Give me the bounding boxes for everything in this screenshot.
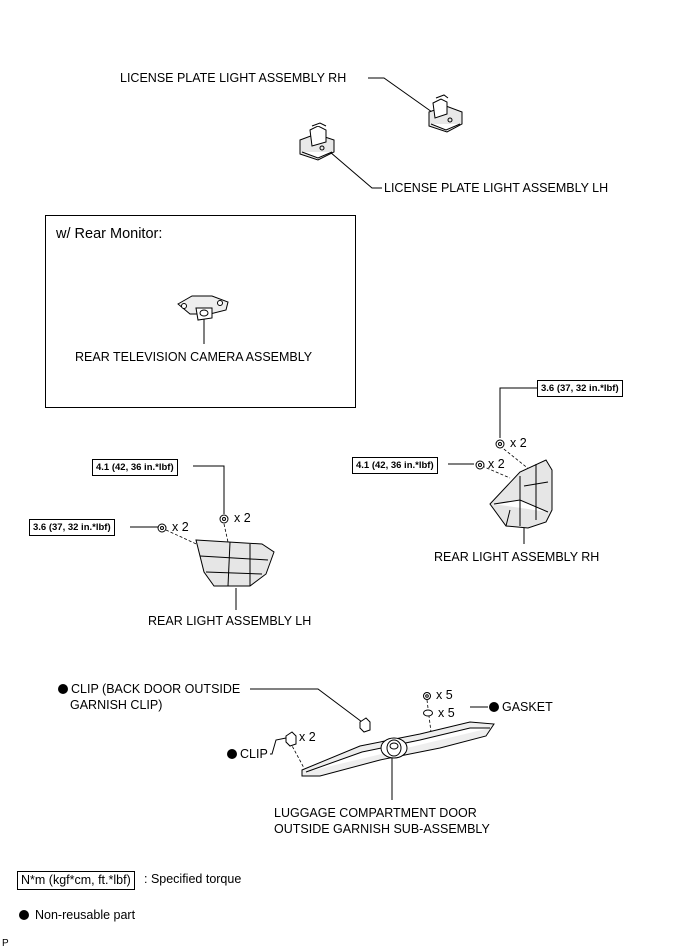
footer-code: P xyxy=(2,938,9,949)
label-clip: CLIP xyxy=(240,747,268,761)
label-clip-garnish-line2: GARNISH CLIP) xyxy=(70,698,163,712)
label-clip-garnish-line1: CLIP (BACK DOOR OUTSIDE xyxy=(71,682,241,696)
leader-license-lh xyxy=(329,151,382,189)
legend-nonreusable-desc: Non-reusable part xyxy=(35,908,136,922)
torque-lh-upper: 4.1 (42, 36 in.*lbf) xyxy=(92,459,178,476)
leader-rh-upper-torque xyxy=(499,387,538,438)
label-license-plate-light-lh: LICENSE PLATE LIGHT ASSEMBLY LH xyxy=(384,181,609,195)
rear-light-lh xyxy=(195,539,275,587)
license-plate-light-rh xyxy=(428,94,463,133)
torque-rh-lower: 4.1 (42, 36 in.*lbf) xyxy=(352,457,438,474)
qty-clip: x 2 xyxy=(299,730,316,744)
torque-lh-lower: 3.6 (37, 32 in.*lbf) xyxy=(29,519,115,536)
monitor-title: w/ Rear Monitor: xyxy=(56,226,163,242)
dash-rh-lower xyxy=(481,465,511,479)
qty-lh-lower: x 2 xyxy=(172,520,189,534)
label-rear-camera: REAR TELEVISION CAMERA ASSEMBLY xyxy=(75,350,313,364)
legend-torque-desc: : Specified torque xyxy=(144,872,242,886)
dash-lh-upper xyxy=(223,523,229,543)
dash-clip xyxy=(289,741,305,769)
rear-camera xyxy=(177,295,229,321)
license-plate-light-lh xyxy=(299,122,335,161)
label-garnish-line1: LUGGAGE COMPARTMENT DOOR xyxy=(274,806,477,820)
qty-gasket-nut: x 5 xyxy=(436,688,453,702)
qty-gasket: x 5 xyxy=(438,706,455,720)
leader-license-rh xyxy=(368,77,433,113)
label-rear-light-rh: REAR LIGHT ASSEMBLY RH xyxy=(434,550,600,564)
dash-gasket xyxy=(426,699,433,741)
label-rear-light-lh: REAR LIGHT ASSEMBLY LH xyxy=(148,614,312,628)
label-garnish-line2: OUTSIDE GARNISH SUB-ASSEMBLY xyxy=(274,822,490,836)
label-license-plate-light-rh: LICENSE PLATE LIGHT ASSEMBLY RH xyxy=(120,71,347,85)
outside-garnish xyxy=(301,721,495,777)
legend-torque-unit: N*m (kgf*cm, ft.*lbf) xyxy=(17,871,135,890)
nonreusable-markers xyxy=(19,684,499,920)
clips xyxy=(285,717,371,747)
torque-rh-upper: 3.6 (37, 32 in.*lbf) xyxy=(537,380,623,397)
rear-light-rh xyxy=(489,459,553,529)
leader-clip xyxy=(270,737,287,755)
leader-lh-upper-torque xyxy=(193,465,225,514)
dash-rh-upper xyxy=(499,445,531,471)
rear-monitor-box: w/ Rear Monitor: xyxy=(45,215,356,408)
qty-lh-upper: x 2 xyxy=(234,511,251,525)
fastener-nuts xyxy=(157,439,505,717)
label-gasket: GASKET xyxy=(502,700,553,714)
leader-clip-garnish xyxy=(250,688,363,723)
qty-rh-upper: x 2 xyxy=(510,436,527,450)
qty-rh-lower: x 2 xyxy=(488,457,505,471)
